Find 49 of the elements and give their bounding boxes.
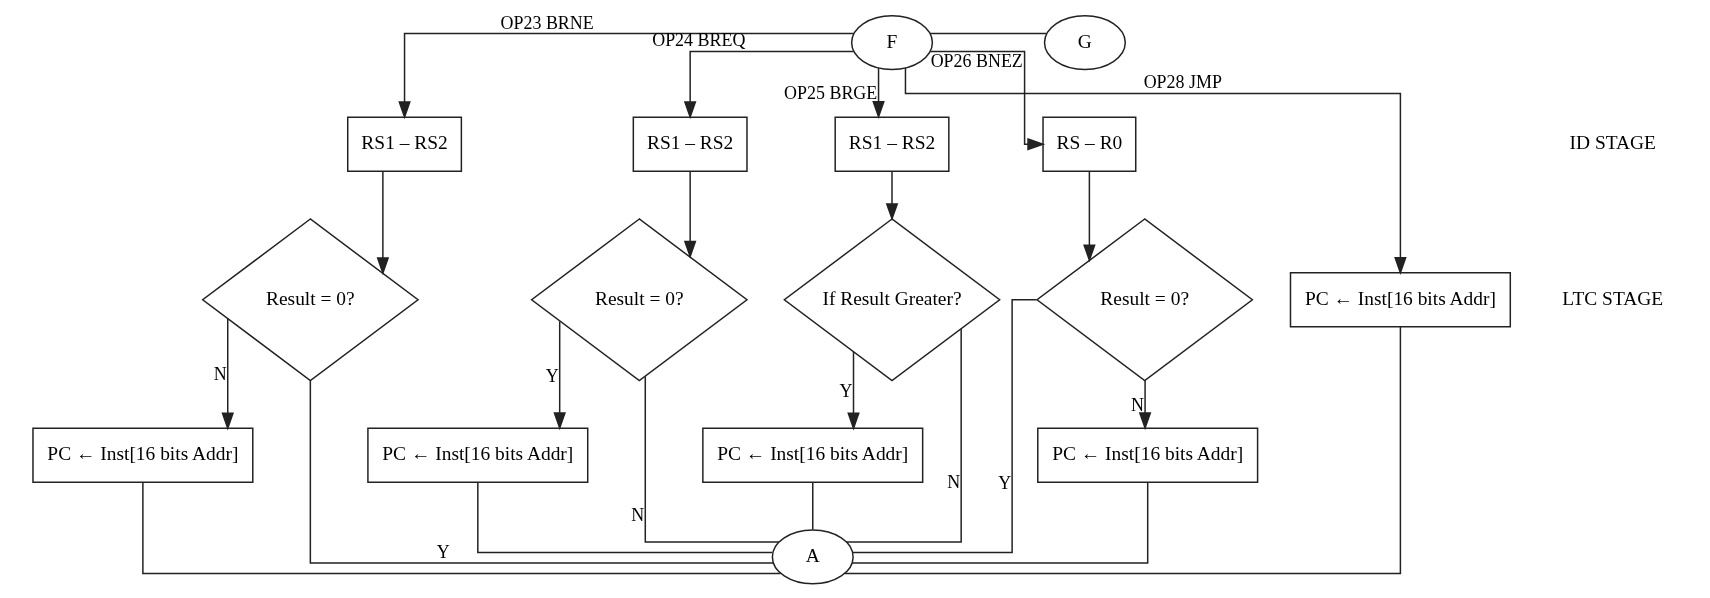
node-box: RS1 – RS2 — [632, 116, 748, 172]
edge-label: OP24 BREQ — [652, 30, 746, 51]
arrow — [885, 170, 899, 222]
connector — [929, 32, 1047, 35]
arrow — [1083, 170, 1096, 263]
edge-label: N — [1131, 394, 1145, 415]
arrow — [553, 320, 566, 431]
node-box: PC ← Inst[16 bits Addr] — [367, 427, 589, 483]
node-diamond: If Result Greater? — [783, 218, 1001, 382]
connector — [851, 481, 1149, 564]
connector — [477, 481, 774, 554]
node-box: PC ← Inst[16 bits Addr] — [702, 427, 924, 483]
edge-label: OP25 BRGE — [784, 83, 878, 104]
node-box: RS1 – RS2 — [834, 116, 950, 172]
edge-label: Y — [436, 541, 450, 562]
label: ID STAGE — [1569, 132, 1656, 154]
arrow — [683, 170, 697, 259]
node-ellipse: A — [771, 529, 854, 585]
arrow — [398, 32, 855, 120]
label: LTC STAGE — [1562, 287, 1664, 309]
node-diamond: Result = 0? — [1035, 218, 1254, 382]
node-ellipse: G — [1043, 14, 1126, 71]
connector — [844, 326, 1402, 575]
edge-label: N — [631, 504, 645, 525]
connector — [845, 328, 962, 543]
connector — [142, 481, 782, 575]
connector — [644, 375, 780, 543]
arrow — [376, 170, 390, 276]
edge-label: OP23 BRNE — [500, 12, 594, 33]
node-box: PC ← Inst[16 bits Addr] — [32, 427, 254, 483]
arrow — [847, 351, 860, 431]
connector — [812, 481, 814, 531]
edge-label: Y — [839, 381, 853, 401]
edge-label: Y — [998, 472, 1012, 493]
node-box: RS1 – RS2 — [347, 116, 463, 172]
arrow — [221, 318, 235, 431]
node-box: PC ← Inst[16 bits Addr] — [1289, 272, 1512, 328]
arrow — [872, 67, 885, 120]
edge-label: N — [213, 364, 227, 385]
arrow — [904, 67, 1407, 276]
edge-label: N — [947, 471, 961, 492]
connector — [309, 380, 775, 564]
arrow — [929, 50, 1046, 151]
edge-label: OP28 JMP — [1143, 72, 1222, 93]
node-box: PC ← Inst[16 bits Addr] — [1037, 427, 1259, 483]
arrow — [1138, 379, 1152, 431]
node-box: RS – R0 — [1042, 116, 1137, 172]
connector — [851, 299, 1038, 554]
arrow — [683, 50, 855, 120]
